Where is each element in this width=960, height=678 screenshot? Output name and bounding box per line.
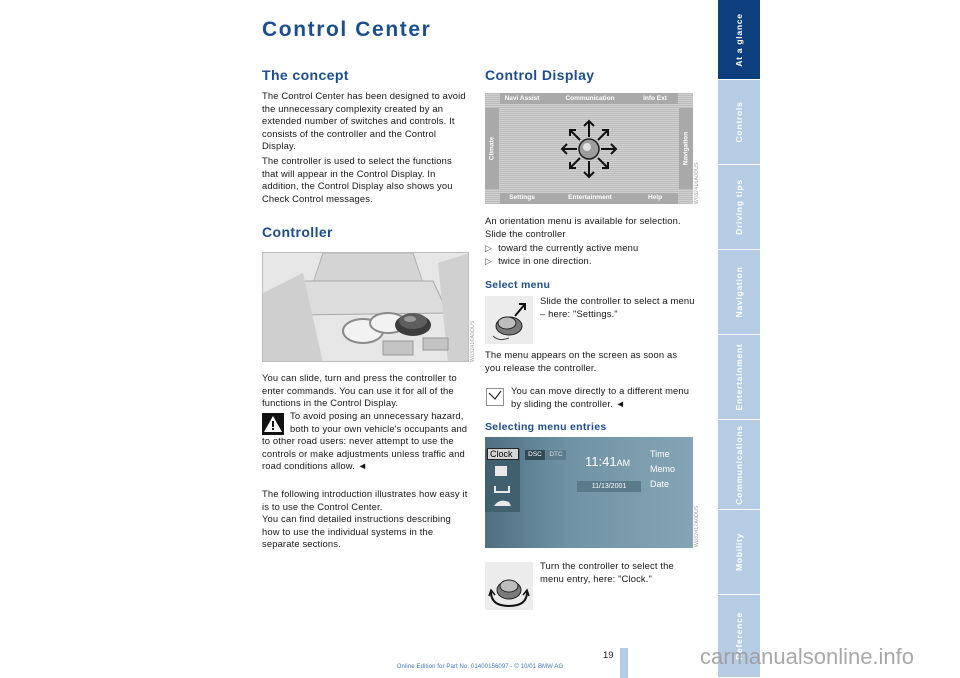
page-number-bar [620, 648, 628, 678]
note-block: You can move directly to a different men… [511, 385, 696, 410]
bullet-text: twice in one direction. [498, 254, 592, 266]
warning-block: To avoid posing an unnecessary hazard, b… [262, 410, 469, 473]
controller-photo-image [263, 253, 468, 361]
tab-navigation[interactable]: Navigation [718, 250, 760, 335]
list-item: ▷ twice in one direction. [485, 255, 692, 268]
page-title: Control Center [262, 18, 432, 41]
screen-tab-dsc: DSC [525, 450, 545, 460]
screen-menu-item: Time [650, 449, 670, 459]
select-menu-heading: Select menu [485, 279, 551, 291]
screen-menu: Time Memo Date [650, 447, 675, 492]
tab-mobility[interactable]: Mobility [718, 510, 760, 595]
watermark: carmanualsonline.info [700, 644, 915, 669]
control-display-heading: Control Display [485, 67, 595, 83]
selecting-entries-heading: Selecting menu entries [485, 421, 607, 433]
tab-driving-tips[interactable]: Driving tips [718, 165, 760, 250]
concept-heading: The concept [262, 67, 349, 83]
controller-turn-icon [485, 562, 533, 610]
display-image-code: W032416A0DUS [694, 162, 700, 204]
orientation-text: An orientation menu is available for sel… [485, 215, 681, 239]
section-tabs: At a glance Controls Driving tips Naviga… [718, 0, 760, 678]
note-text: You can move directly to a different men… [511, 385, 690, 409]
warning-text: To avoid posing an unnecessary hazard, b… [262, 410, 468, 472]
display-left-bar [485, 108, 499, 189]
menu-bottom: Entertainment [568, 194, 612, 201]
tab-communications[interactable]: Communications [718, 420, 760, 510]
concept-paragraph: The Control Center has been designed to … [262, 90, 466, 152]
footer-text: Online Edition for Part No. 01400156097 … [396, 664, 564, 670]
concept-paragraph: The controller is used to select the fun… [262, 154, 453, 204]
menu-left: Climate [488, 136, 496, 161]
clock-screen-image: Clock DSC DTC 11:41AM 11/13/2001 Time Me… [485, 437, 693, 548]
warning-end-mark: ◄ [357, 460, 368, 472]
tab-label: Communications [734, 424, 744, 505]
tab-label: Entertainment [734, 343, 744, 411]
orientation-bullets: ▷ toward the currently active menu ▷ twice… [485, 242, 692, 267]
controller-heading: Controller [262, 224, 333, 240]
bullet-text: toward the currently active menu [498, 242, 639, 253]
bullet-marker: ▷ [485, 255, 493, 266]
tab-label: Controls [734, 101, 744, 143]
concept-text: The Control Center has been designed to … [262, 90, 469, 207]
screen-time-ampm: AM [616, 458, 631, 468]
screen-tab-dtc: DTC [546, 450, 566, 460]
menu-right: Navigation [682, 131, 690, 166]
controller-image-code: W032416A0DUS [470, 320, 476, 362]
page-number: 19 [603, 650, 614, 661]
display-bottom-bar [500, 193, 678, 204]
screen-side-icons [494, 466, 511, 506]
menu-top-left: Navi Assist [504, 95, 540, 102]
screen-menu-item: Date [650, 479, 670, 489]
controller-para2: The following introduction illustrates h… [262, 488, 468, 512]
display-right-bar [679, 108, 693, 189]
tab-label: Driving tips [734, 179, 744, 235]
controller-intro: You can slide, turn and press the contro… [262, 372, 457, 409]
bullet-marker: ▷ [485, 243, 493, 253]
display-top-bar [500, 93, 678, 104]
screen-time: 11:41AM [585, 454, 630, 469]
controller-para3: You can find detailed instructions descr… [262, 513, 451, 550]
controller-photo [262, 252, 469, 362]
controller-arrows-icon [560, 119, 618, 179]
tab-entertainment[interactable]: Entertainment [718, 335, 760, 420]
tab-controls[interactable]: Controls [718, 80, 760, 165]
screen-menu-item: Memo [650, 464, 676, 474]
menu-bottom-right: Help [647, 194, 663, 201]
tab-label: Mobility [734, 532, 744, 572]
screen-date: 11/13/2001 [577, 481, 641, 492]
tab-label: At a glance [734, 12, 744, 67]
screen-time-value: 11:41 [585, 454, 617, 469]
clock-label: Clock [487, 448, 519, 460]
tab-reference[interactable]: Reference [718, 595, 760, 678]
select-menu-after: The menu appears on the screen as soon a… [485, 349, 678, 373]
screen-image-code: W032417A0DUS [694, 505, 700, 547]
menu-bottom-left: Settings [509, 194, 535, 201]
controller-slide-icon [485, 296, 533, 344]
control-display-image: Navi Assist Communication Info Ext Setti… [485, 93, 693, 204]
list-item: ▷ toward the currently active menu [485, 242, 692, 255]
warning-icon [262, 413, 284, 435]
tab-at-a-glance[interactable]: At a glance [718, 0, 760, 80]
menu-top: Communication [565, 95, 615, 102]
note-end-mark: ◄ [615, 397, 626, 409]
menu-top-right: Info Ext [643, 95, 667, 102]
select-menu-text: Slide the controller to select a menu – … [540, 295, 695, 319]
note-icon [486, 388, 504, 406]
selecting-entries-text: Turn the controller to select the menu e… [540, 560, 674, 584]
tab-label: Navigation [734, 266, 744, 318]
